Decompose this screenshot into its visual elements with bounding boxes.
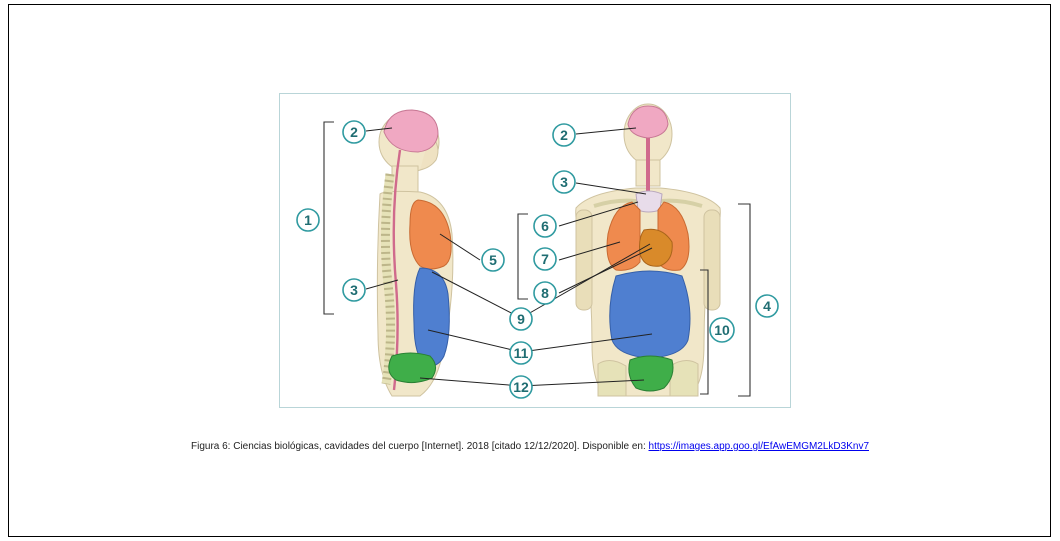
bracket-1 <box>324 122 334 314</box>
label-9-text: 9 <box>517 311 525 327</box>
caption-text: Figura 6: Ciencias biológicas, cavidades… <box>191 441 649 452</box>
label-12: 12 <box>510 376 532 398</box>
label-1-text: 1 <box>304 212 312 228</box>
side-abdominal-cavity <box>414 268 450 366</box>
bracket-4 <box>738 204 750 396</box>
label-8: 8 <box>534 282 556 304</box>
bracket-6-8 <box>518 214 528 299</box>
label-10-text: 10 <box>714 322 730 338</box>
label-10: 10 <box>710 318 734 342</box>
label-3-front: 3 <box>553 171 575 193</box>
label-3-side-text: 3 <box>350 282 358 298</box>
label-11: 11 <box>510 342 532 364</box>
front-pelvic-cavity <box>629 356 673 391</box>
body-cavities-diagram: 1 2 3 5 9 11 12 2 <box>280 94 791 408</box>
body-cavities-figure: 1 2 3 5 9 11 12 2 <box>279 93 791 408</box>
label-3-side: 3 <box>343 279 365 301</box>
label-2-front: 2 <box>553 124 575 146</box>
label-5-text: 5 <box>489 252 497 268</box>
figure-caption: Figura 6: Ciencias biológicas, cavidades… <box>0 441 1060 452</box>
caption-link[interactable]: https://images.app.goo.gl/EfAwEMGM2LkD3K… <box>649 441 869 452</box>
label-11-text: 11 <box>514 345 529 361</box>
label-8-text: 8 <box>541 285 549 301</box>
label-4: 4 <box>756 295 778 317</box>
label-2-side: 2 <box>343 121 365 143</box>
label-7: 7 <box>534 248 556 270</box>
label-6: 6 <box>534 215 556 237</box>
label-2-front-text: 2 <box>560 127 568 143</box>
side-pelvic-cavity <box>389 353 436 383</box>
label-9: 9 <box>510 308 532 330</box>
label-4-text: 4 <box>763 298 771 314</box>
label-7-text: 7 <box>541 251 549 267</box>
label-6-text: 6 <box>541 218 549 234</box>
front-brain <box>628 106 668 138</box>
front-abdominal-cavity <box>610 271 690 358</box>
label-1: 1 <box>297 209 319 231</box>
label-2-side-text: 2 <box>350 124 358 140</box>
label-5: 5 <box>482 249 504 271</box>
label-3-front-text: 3 <box>560 174 568 190</box>
front-thymus <box>636 191 662 212</box>
label-12-text: 12 <box>513 379 529 395</box>
front-spinal-cord <box>646 138 650 194</box>
